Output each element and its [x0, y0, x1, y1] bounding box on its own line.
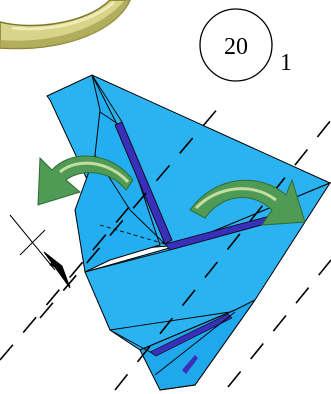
- ring-fragment-icon: [0, 0, 130, 49]
- pinch-arrow-icon: [10, 215, 70, 288]
- paper-model: [47, 75, 330, 390]
- step-number-badge: 20 1: [200, 9, 292, 81]
- step-subscript: 1: [280, 50, 292, 76]
- step-number: 20: [224, 34, 248, 60]
